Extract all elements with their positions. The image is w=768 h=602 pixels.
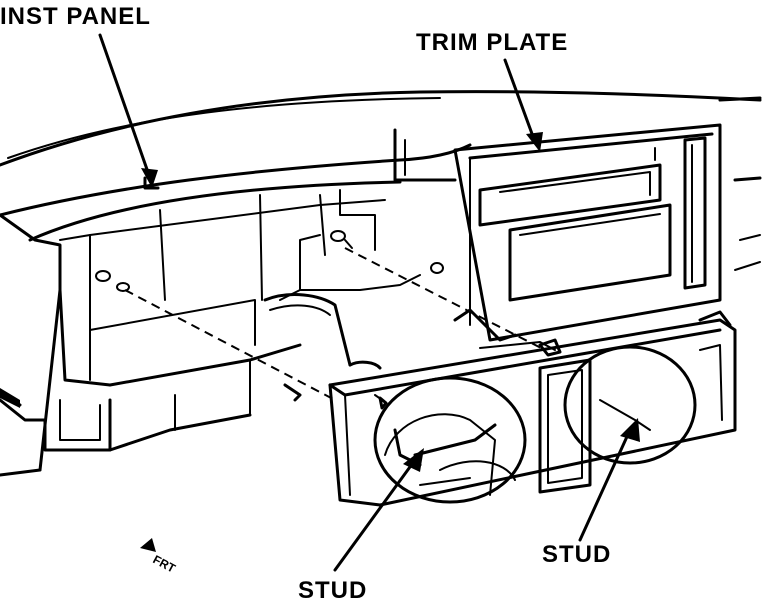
stud-right-arrow <box>578 418 640 542</box>
front-arrow-icon <box>140 538 156 552</box>
trim-plate <box>453 96 762 342</box>
instrument-cluster <box>283 310 737 507</box>
trim-plate-arrow <box>503 58 543 152</box>
front-marker-label: FRT <box>151 552 179 576</box>
trim-plate-label: TRIM PLATE <box>416 29 568 56</box>
stud-left-label: STUD <box>298 577 367 602</box>
inst-panel-label: INST PANEL <box>0 3 151 30</box>
stud-left-arrow <box>333 448 424 572</box>
front-direction-marker: FRT <box>140 538 178 576</box>
alignment-lines <box>124 247 546 401</box>
inst-panel-arrow <box>98 33 158 188</box>
stud-right-label: STUD <box>542 541 611 568</box>
